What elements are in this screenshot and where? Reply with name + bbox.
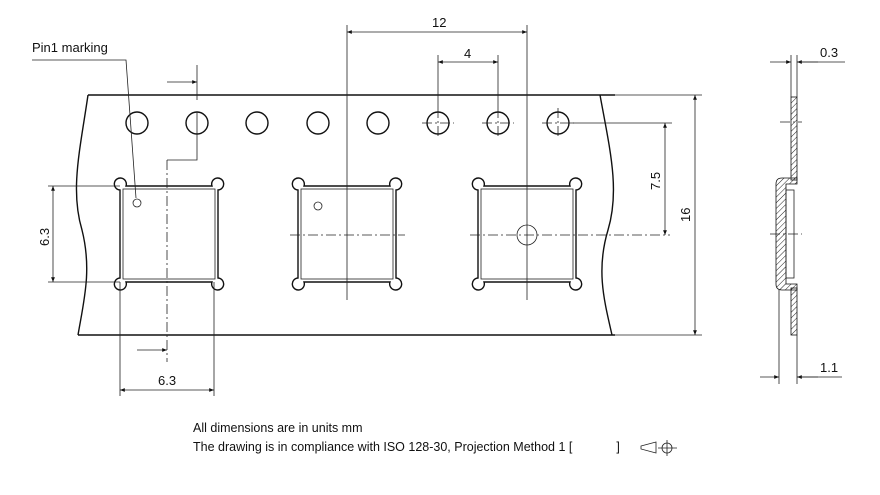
dimension-pocket-width: 6.3 — [119, 282, 215, 396]
sprocket-holes — [125, 108, 574, 138]
svg-text:6.3: 6.3 — [37, 228, 52, 246]
svg-text:6.3: 6.3 — [158, 373, 176, 388]
svg-text:0.3: 0.3 — [820, 45, 838, 60]
note-compliance-end: ] — [616, 440, 620, 454]
dimension-4: 4 — [437, 46, 499, 108]
note-compliance-text: The drawing is in compliance with ISO 12… — [193, 440, 573, 454]
pocket-1 — [113, 177, 225, 291]
side-view: 0.3 1.1 — [760, 45, 845, 384]
dimension-12: 12 — [346, 15, 528, 300]
dimension-16: 16 — [615, 94, 702, 336]
svg-text:7.5: 7.5 — [648, 172, 663, 190]
offset-reference — [137, 65, 198, 362]
svg-text:1.1: 1.1 — [820, 360, 838, 375]
note-units: All dimensions are in units mm — [193, 421, 363, 435]
dimension-7-5: 7.5 — [570, 122, 672, 236]
svg-text:4: 4 — [464, 46, 471, 61]
svg-text:16: 16 — [678, 208, 693, 222]
note-compliance: The drawing is in compliance with ISO 12… — [193, 440, 620, 454]
dimension-pocket-height: 6.3 — [37, 185, 120, 283]
svg-text:12: 12 — [432, 15, 446, 30]
pin1-callout: Pin1 marking — [32, 40, 137, 199]
pocket-2 — [291, 177, 403, 291]
svg-text:Pin1 marking: Pin1 marking — [32, 40, 108, 55]
projection-method-icon — [640, 440, 677, 456]
carrier-tape — [75, 94, 615, 336]
